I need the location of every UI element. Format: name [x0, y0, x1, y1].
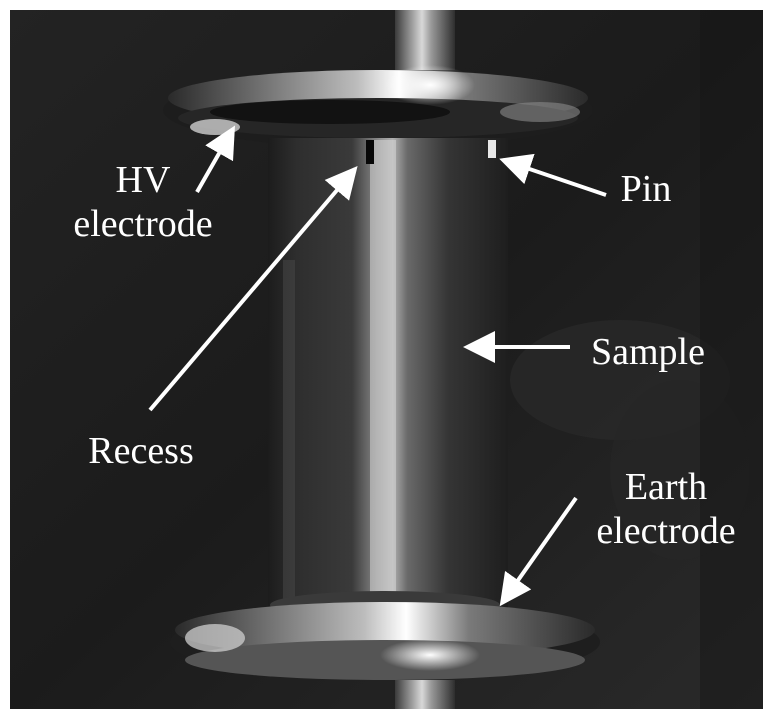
earth-electrode-disc — [170, 591, 600, 680]
earth-electrode-label-line2: electrode — [596, 510, 736, 552]
arrow-earth-electrode — [499, 496, 578, 607]
pin-label: Pin — [620, 168, 672, 210]
arrow-hv-electrode — [195, 125, 235, 193]
earth-electrode-label-line1: Earth — [624, 466, 708, 508]
sample-cylinder — [268, 138, 508, 610]
earth-electrode-label: Earth electrode — [573, 465, 759, 553]
arrow-pin — [499, 153, 607, 197]
hv-electrode-disc — [163, 65, 593, 148]
sample-label: Sample — [591, 331, 705, 373]
hv-electrode-label-line2: electrode — [73, 203, 213, 245]
recess-label: Recess — [88, 430, 194, 472]
arrow-recess — [148, 165, 358, 412]
lower-rod — [395, 680, 455, 709]
upper-rod — [395, 10, 455, 70]
hv-electrode-label-line1: HV — [115, 159, 171, 201]
hv-electrode-label: HV electrode — [50, 158, 236, 246]
